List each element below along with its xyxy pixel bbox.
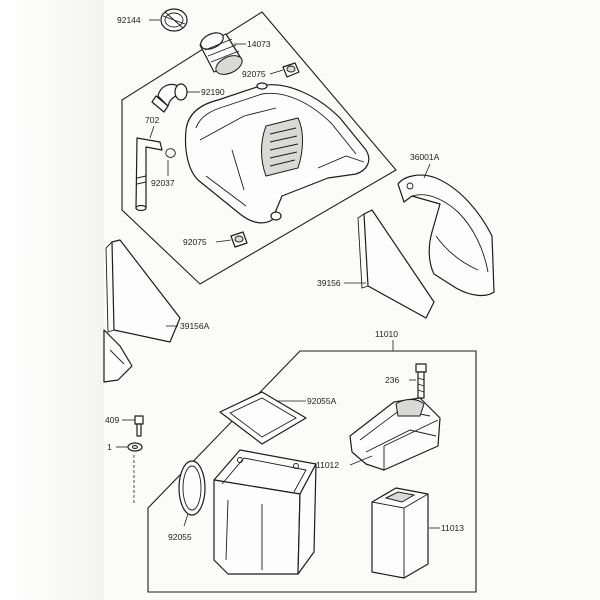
label-11013: 11013 [441, 523, 464, 533]
label-92055: 92055 [168, 532, 192, 542]
label-92190: 92190 [201, 87, 225, 97]
filter-11013 [371, 487, 429, 579]
cover-36001A [397, 174, 495, 297]
lower-group-outline [147, 350, 477, 593]
label-14073: 14073 [247, 39, 271, 49]
label-92055A: 92055A [307, 396, 337, 406]
label-39156: 39156 [317, 278, 341, 288]
elbow-92190 [151, 83, 188, 113]
label-92144: 92144 [117, 15, 141, 25]
callout-labels: 92144 14073 92075 92190 702 92037 92075 … [105, 15, 464, 542]
clip-92037 [165, 148, 176, 158]
oring-92055 [178, 460, 206, 516]
label-11012: 11012 [316, 460, 339, 470]
partial-part-left [103, 329, 133, 383]
air-box-case [213, 449, 317, 575]
bolt-409 [134, 415, 144, 437]
duct-14073 [199, 32, 243, 75]
label-92037: 92037 [151, 178, 175, 188]
filter-39156A [105, 239, 181, 343]
label-92075-bottom: 92075 [183, 237, 207, 247]
label-236: 236 [385, 375, 399, 385]
gasket-92055A [219, 391, 307, 445]
bolt-236 [415, 363, 427, 399]
air-box-housing [184, 82, 370, 224]
grommet-92075-bottom [230, 231, 248, 248]
label-36001A: 36001A [410, 152, 440, 162]
washer-1 [127, 442, 143, 452]
clamp-92144 [160, 8, 188, 32]
leader-lines [116, 19, 440, 529]
label-39156A: 39156A [180, 321, 210, 331]
label-409: 409 [105, 415, 119, 425]
upper-group-outline [121, 11, 397, 285]
label-1: 1 [107, 442, 112, 452]
bracket-11012 [349, 397, 441, 471]
label-11010: 11010 [375, 329, 398, 339]
label-702: 702 [145, 115, 159, 125]
filter-39156 [357, 209, 435, 319]
hose-702 [135, 137, 163, 212]
page-edge [0, 0, 104, 600]
grommet-92075-top [282, 62, 300, 78]
label-92075-top: 92075 [242, 69, 266, 79]
